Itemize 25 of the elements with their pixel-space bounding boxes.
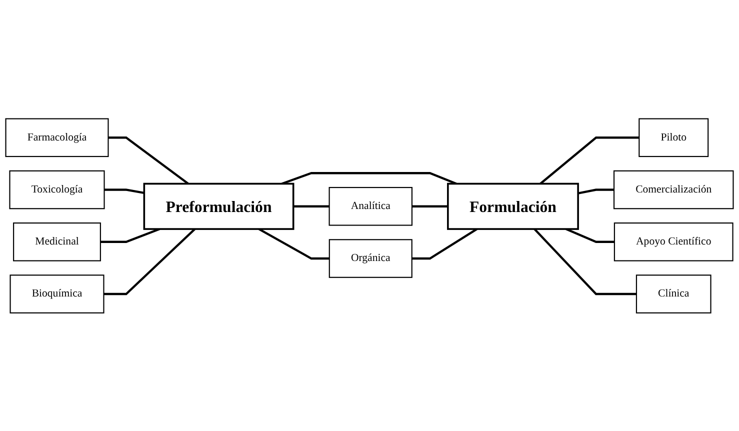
node-box: Preformulación xyxy=(143,182,294,230)
connector xyxy=(566,228,614,243)
connector xyxy=(104,188,144,194)
node-box: Formulación xyxy=(447,182,579,230)
node-box: Toxicología xyxy=(9,170,105,209)
node-box: Medicinal xyxy=(13,222,101,261)
connector xyxy=(258,228,330,260)
node-box: Analítica xyxy=(328,186,412,226)
connector xyxy=(108,136,189,184)
node-box: Farmacología xyxy=(5,118,109,157)
node-box: Apoyo Científico xyxy=(614,222,734,261)
node-box: Bioquímica xyxy=(10,274,104,314)
node-box: Comercialización xyxy=(613,170,734,209)
connector xyxy=(293,204,330,208)
connector xyxy=(534,228,636,295)
connector xyxy=(100,228,160,243)
node-box: Piloto xyxy=(638,118,709,157)
connector xyxy=(104,228,196,295)
connector xyxy=(412,204,448,208)
node-box: Orgánica xyxy=(328,238,412,278)
connector xyxy=(578,188,614,194)
node-box: Clínica xyxy=(636,274,712,314)
connector xyxy=(540,136,640,184)
connector xyxy=(281,172,457,184)
connector xyxy=(412,228,478,260)
